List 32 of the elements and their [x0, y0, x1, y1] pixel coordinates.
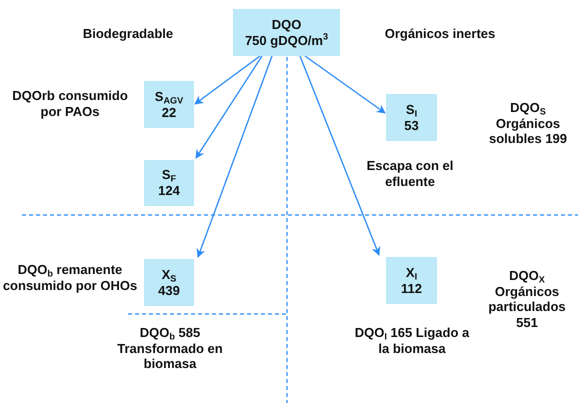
variable-name: X$_{S}$: [162, 266, 176, 282]
variable-name: S$_{I}$: [406, 102, 418, 118]
arrow: [299, 56, 380, 256]
fraction-label: DQO$_{S}$ Orgánicos solubles 199: [488, 100, 568, 147]
value-text: 124: [158, 183, 180, 199]
value-text: 112: [401, 280, 422, 296]
variable-name: S$_{F}$: [162, 167, 176, 183]
variable-name: X$_{I}$: [406, 264, 418, 280]
value-box: [144, 160, 194, 206]
fraction-label: DQO$_{b}$ remanente consumido por OHOs: [2, 262, 138, 294]
fraction-label: DQO$_{I}$ 165 Ligado a la biomasa: [354, 325, 470, 356]
arrow: [196, 56, 273, 258]
arrow: [194, 55, 260, 105]
fraction-label: DQOrb consumido por PAOs: [11, 88, 129, 120]
value-text: 22: [162, 104, 176, 120]
value-box: [386, 94, 437, 141]
value-box: [386, 257, 437, 304]
node-note: Escapa con el efluente: [366, 158, 454, 190]
variable-name: S$_{AGV}$: [154, 88, 184, 104]
value-text: 750 gDQO/m$^{3}$: [244, 32, 328, 48]
arrow: [195, 56, 263, 159]
category-heading: Orgánicos inertes: [384, 26, 496, 42]
value-text: 439: [158, 282, 180, 298]
fraction-label: DQO$_{X}$ Orgánicos particulados 551: [487, 268, 567, 330]
value-text: 53: [404, 118, 419, 134]
fraction-label: DQO$_{b}$ 585 Transformado en biomasa: [116, 325, 224, 372]
arrow: [304, 55, 386, 114]
value-box: [233, 9, 340, 56]
value-box: [144, 259, 194, 306]
variable-name: DQO: [272, 16, 302, 32]
value-box: [144, 81, 194, 128]
category-heading: Biodegradable: [82, 26, 174, 42]
